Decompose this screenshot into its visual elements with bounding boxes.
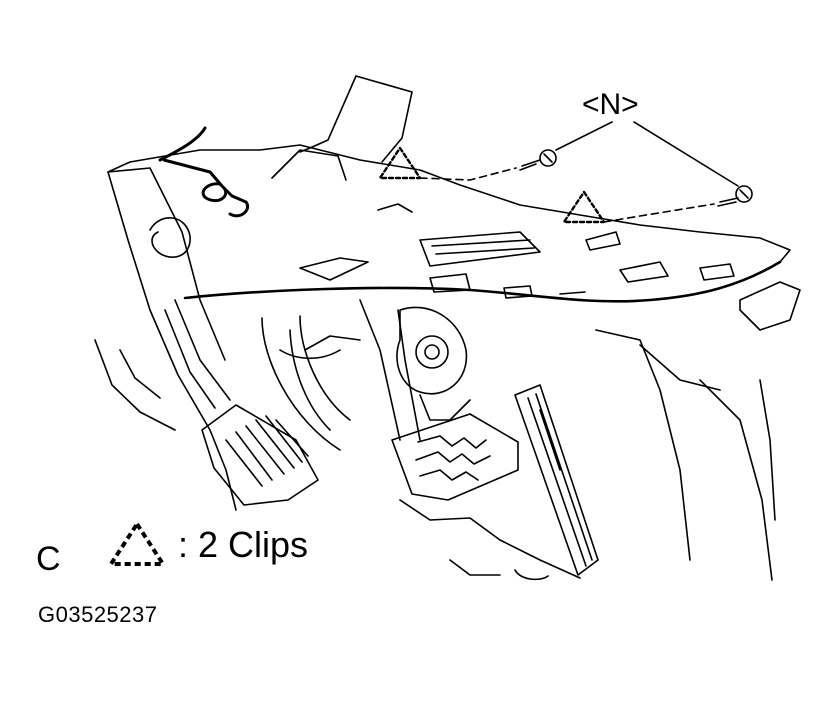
leader-line-2	[633, 121, 739, 187]
clip-legend-icon	[107, 520, 167, 566]
steering-column	[261, 315, 351, 451]
under-dash-cover	[183, 260, 782, 303]
pedal-bracket	[396, 306, 468, 395]
left-pedal-pad	[201, 404, 319, 506]
right-dash-edge	[699, 281, 801, 581]
right-pedal	[514, 384, 599, 576]
clip-marker-1	[378, 146, 422, 180]
leader-line-1	[555, 121, 613, 151]
view-label: C	[36, 540, 61, 578]
cover-vent	[419, 231, 541, 267]
center-pedal-pad	[391, 413, 519, 501]
clip-marker-2	[562, 190, 606, 224]
screw-icon-1	[519, 149, 557, 171]
wire-harness	[158, 126, 249, 218]
screw-icon-2	[717, 185, 753, 207]
legend-clip-count: : 2 Clips	[178, 524, 309, 565]
left-pedal-arm	[164, 299, 231, 409]
screw-tag-label: <N>	[582, 88, 639, 121]
left-trim-panel	[107, 167, 237, 511]
figure-id: G03525237	[38, 602, 158, 627]
